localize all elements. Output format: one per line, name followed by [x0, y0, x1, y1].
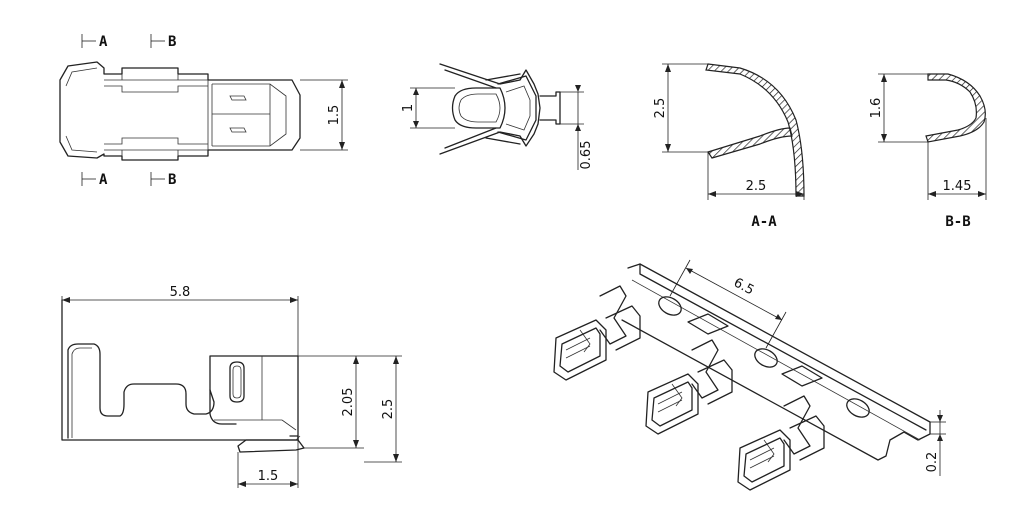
terminal-3: [737, 395, 825, 491]
dim-side-height: 2.5: [364, 355, 402, 463]
dim-aa-height-text: 2.5: [653, 98, 668, 119]
section-marker-b-bottom-label: B: [168, 172, 176, 188]
section-aa-title: A-A: [751, 214, 777, 230]
dim-front-pin-width: 0.65: [560, 85, 594, 170]
dim-strip-thickness-text: 0.2: [925, 452, 940, 473]
top-view-outline: [59, 61, 301, 161]
top-view: A B A B: [59, 34, 348, 188]
dim-side-length-text: 5.8: [170, 285, 191, 300]
dim-side-length: 5.8: [61, 285, 299, 356]
terminal-2: [645, 339, 733, 435]
side-view-outline: [61, 299, 305, 453]
dim-front-inner-width: 1: [401, 87, 455, 129]
dim-aa-width: 2.5: [707, 152, 805, 200]
dim-aa-height: 2.5: [653, 63, 710, 153]
section-marker-a-top-label: A: [99, 34, 108, 50]
dim-side-inner-height: 2.05: [298, 355, 364, 449]
carrier-strip: [621, 263, 931, 461]
section-marker-b-top: B: [150, 34, 176, 50]
dim-bb-height: 1.6: [869, 73, 928, 143]
front-view: 1 0.65: [401, 63, 594, 170]
dim-side-tab: 1.5: [237, 440, 299, 488]
section-marker-a-top: A: [81, 34, 108, 50]
dim-bb-height-text: 1.6: [869, 98, 884, 119]
terminal-1: [553, 285, 641, 381]
section-bb-title: B-B: [945, 214, 970, 230]
dim-bb-width-text: 1.45: [943, 179, 972, 194]
section-marker-b-top-label: B: [168, 34, 176, 50]
dim-strip-pitch-text: 6.5: [731, 275, 756, 298]
side-view: 5.8 2.05 2.5 1.5: [61, 285, 402, 488]
section-marker-a-bottom-label: A: [99, 172, 108, 188]
dim-side-height-text: 2.5: [381, 399, 396, 420]
dim-side-tab-text: 1.5: [258, 469, 279, 484]
dim-strip-thickness: 0.2: [925, 410, 946, 476]
strip-isometric-view: 6.5 0.2: [553, 259, 946, 491]
section-aa-profile: [705, 63, 805, 197]
section-bb: 1.6 1.45 B-B: [869, 73, 987, 230]
section-marker-a-bottom: A: [81, 172, 108, 188]
dim-aa-width-text: 2.5: [746, 179, 767, 194]
section-marker-b-bottom: B: [150, 172, 176, 188]
dim-side-inner-height-text: 2.05: [341, 388, 356, 417]
section-bb-profile: [925, 73, 986, 143]
dim-bb-width: 1.45: [927, 118, 987, 200]
dim-top-view-height-text: 1.5: [327, 105, 342, 126]
dim-top-view-height: 1.5: [300, 79, 348, 151]
section-aa: 2.5 2.5 A-A: [653, 63, 805, 230]
dim-front-inner-width-text: 1: [401, 104, 416, 112]
front-view-outline: [439, 63, 561, 155]
dim-front-pin-width-text: 0.65: [579, 141, 594, 170]
